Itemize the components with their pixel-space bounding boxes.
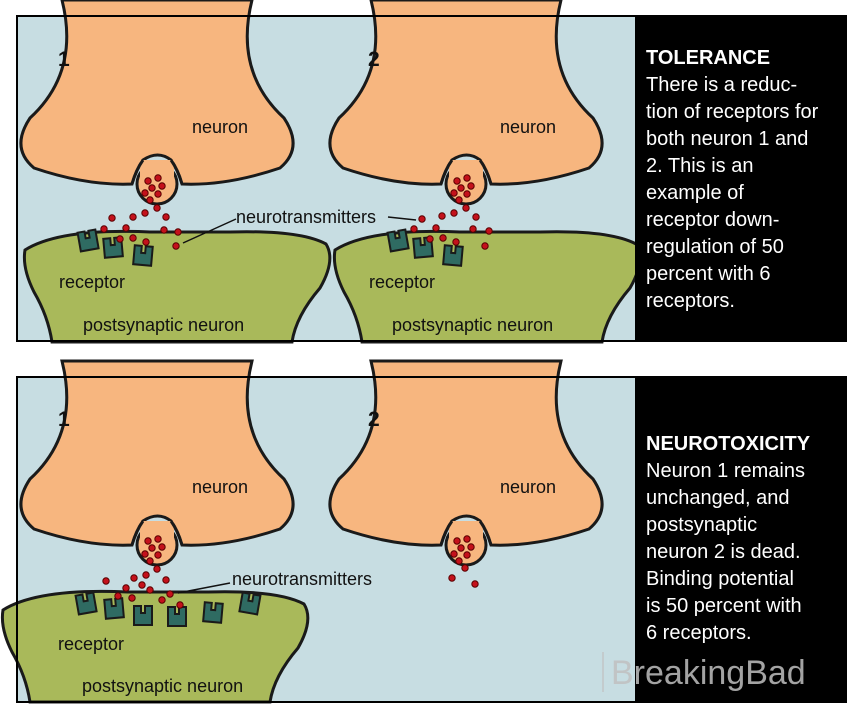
watermark-text: BreakingBad — [611, 654, 806, 692]
neuron-label: neuron — [500, 117, 556, 137]
description-line: neuron 2 is dead. — [646, 541, 801, 563]
tolerance-description: There is a reduc- tion of receptors for … — [646, 74, 824, 312]
neurotransmitters-pointer — [182, 218, 237, 244]
neuron-number-label: 2 — [368, 48, 380, 71]
neurotransmitters-label: neurotransmitters — [236, 207, 376, 227]
description-line: receptors. — [646, 290, 735, 312]
synapse-2-tolerance: 2 neuron receptor postsynaptic neuron — [328, 0, 642, 344]
postsynaptic-label: postsynaptic neuron — [83, 315, 244, 335]
neurotransmitters-pointer — [387, 216, 417, 221]
tolerance-heading: TOLERANCE — [646, 47, 770, 69]
description-line: unchanged, and — [646, 487, 789, 509]
watermark: BreakingBad — [602, 652, 806, 692]
synapse-1-neurotoxicity: 1 neuron neurotransmitters receptor post… — [0, 359, 372, 704]
description-line: 6 receptors. — [646, 622, 752, 644]
description-line: tion of receptors for — [646, 101, 819, 123]
neuron-number-label: 1 — [58, 48, 70, 71]
neurotoxicity-description: Neuron 1 remains unchanged, and postsyna… — [646, 460, 811, 644]
neuron-label: neuron — [192, 477, 248, 497]
description-line: is 50 percent with — [646, 595, 802, 617]
tolerance-panel: 1 neuron receptor postsynaptic neuron ne… — [16, 0, 847, 344]
postsynaptic-label: postsynaptic neuron — [82, 676, 243, 696]
neurotoxicity-side-panel — [635, 377, 846, 702]
postsynaptic-label: postsynaptic neuron — [392, 315, 553, 335]
description-line: example of — [646, 182, 744, 204]
neurotransmitters-label: neurotransmitters — [232, 569, 372, 589]
neurotoxicity-panel: 1 neuron neurotransmitters receptor post… — [0, 359, 847, 704]
neurotoxicity-heading: NEUROTOXICITY — [646, 433, 811, 455]
description-line: both neuron 1 and — [646, 128, 808, 150]
receptor-shape — [76, 228, 100, 253]
description-line: percent with 6 — [646, 263, 771, 285]
receptor-shape — [238, 591, 262, 616]
neurotoxicity-panel-border — [16, 376, 847, 703]
neuron-label: neuron — [500, 477, 556, 497]
description-line: There is a reduc- — [646, 74, 797, 96]
receptor-label: receptor — [58, 634, 124, 654]
description-line: 2. This is an — [646, 155, 753, 177]
receptor-shape — [386, 228, 410, 253]
neurotransmitter-dots — [448, 535, 479, 588]
description-line: receptor down- — [646, 209, 779, 231]
neurotransmitter-dots — [410, 174, 493, 250]
synapse-1-tolerance: 1 neuron receptor postsynaptic neuron — [19, 0, 332, 344]
receptor-label: receptor — [369, 272, 435, 292]
description-line: regulation of 50 — [646, 236, 784, 258]
neurotransmitter-dots — [102, 535, 184, 609]
neurotransmitters-pointer — [177, 582, 231, 594]
tolerance-panel-border — [16, 15, 847, 342]
description-line: Neuron 1 remains — [646, 460, 805, 482]
description-line: Binding potential — [646, 568, 794, 590]
neuron-label: neuron — [192, 117, 248, 137]
receptor-shape — [74, 591, 98, 616]
tolerance-side-panel — [635, 16, 846, 341]
synapse-2-neurotoxicity: 2 neuron — [328, 359, 604, 588]
neuron-number-label: 1 — [58, 408, 70, 431]
receptor-label: receptor — [59, 272, 125, 292]
neurotransmitter-dots — [100, 174, 182, 250]
neuron-number-label: 2 — [368, 408, 380, 431]
description-line: postsynaptic — [646, 514, 757, 536]
